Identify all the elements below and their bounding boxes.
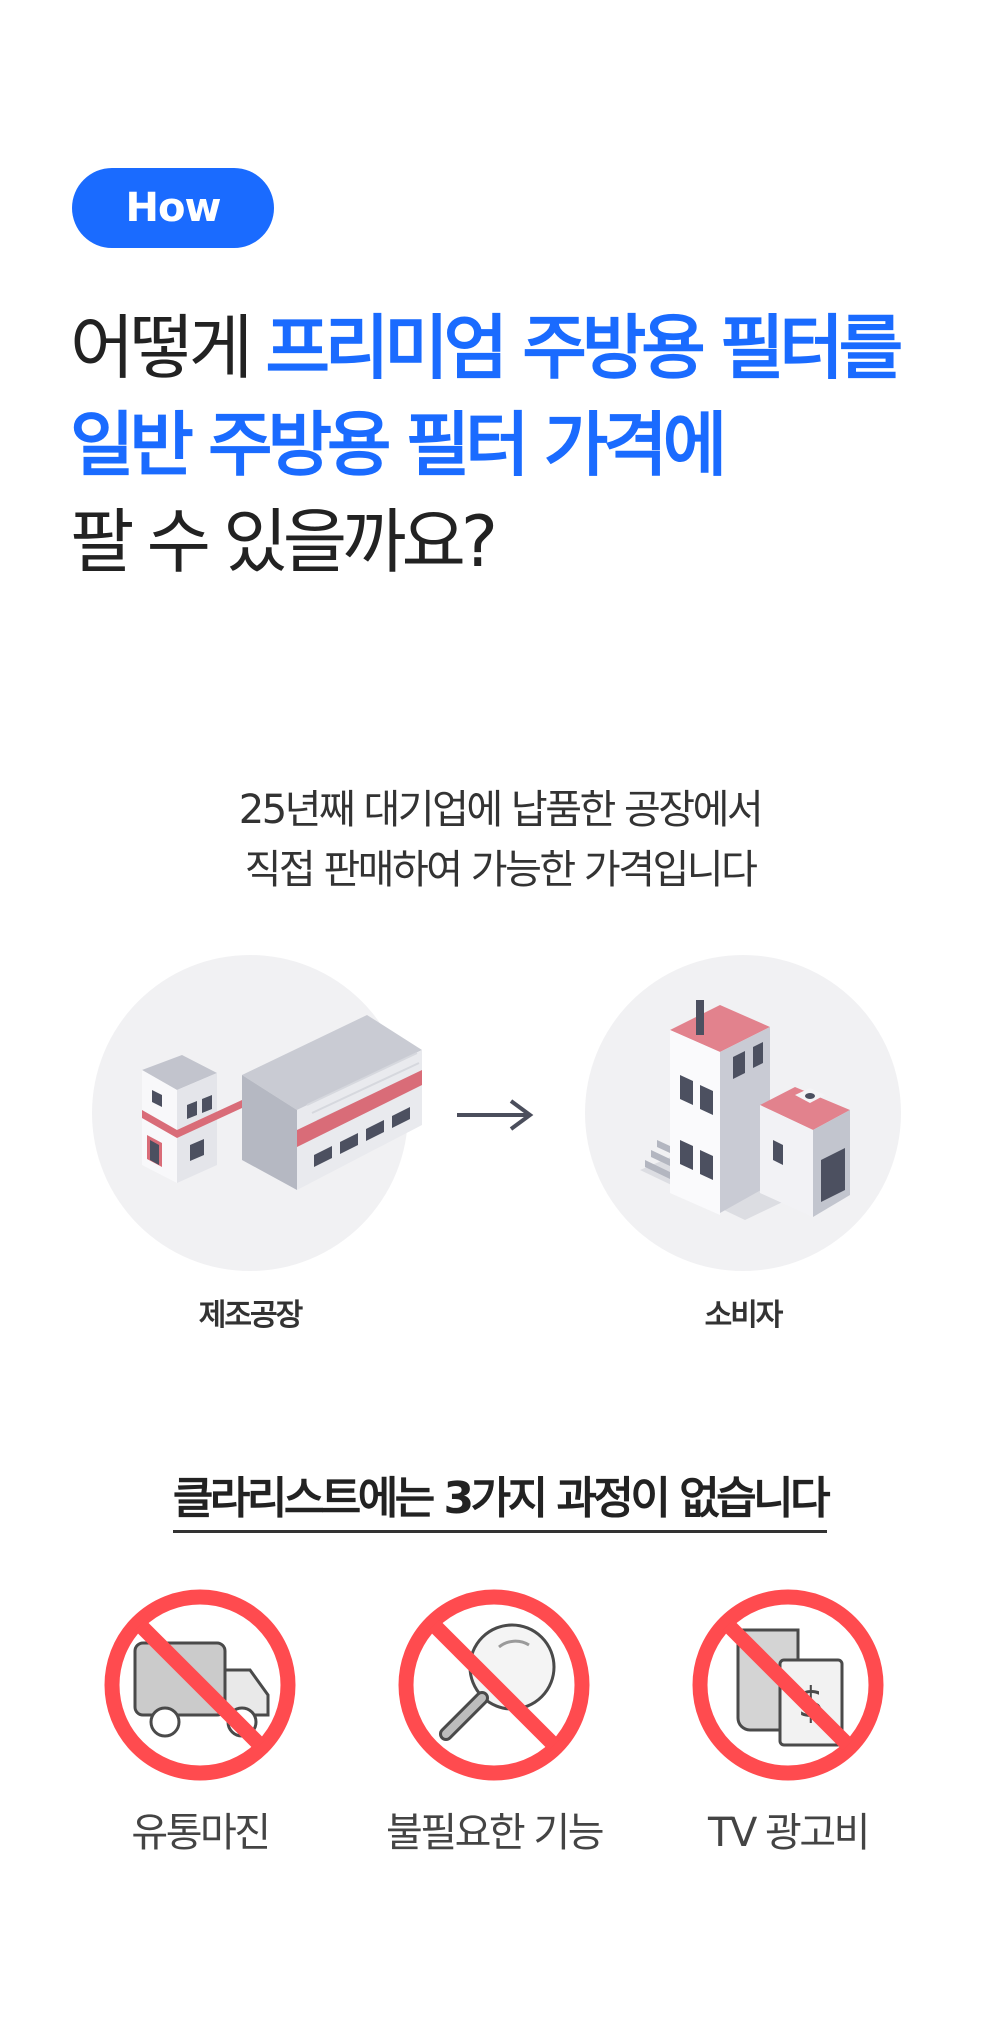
- factory-icon: [142, 1015, 422, 1190]
- arrow-right-icon: [457, 1099, 534, 1131]
- factory-caption: 제조공장: [198, 1298, 303, 1333]
- no-distribution-margin: [100, 1585, 300, 1785]
- headline-line-3: 팔 수 있을까요?: [70, 501, 498, 583]
- subtitle-line-2: 직접 판매하여 가능한 가격입니다: [244, 847, 758, 893]
- subtitle: 25년째 대기업에 납품한 공장에서 직접 판매하여 가능한 가격입니다: [0, 780, 1000, 900]
- section-title: 클라리스트에는 3가지 과정이 없습니다: [0, 1470, 1000, 1533]
- magnifier-icon: [398, 1589, 590, 1781]
- no-item-label-3: TV 광고비: [708, 1810, 870, 1856]
- delivery-truck-icon: [104, 1589, 296, 1781]
- subtitle-line-1: 25년째 대기업에 납품한 공장에서: [238, 787, 764, 833]
- receipt-money-icon: $: [692, 1589, 884, 1781]
- headline: 어떻게 프리미엄 주방용 필터를 일반 주방용 필터 가격에 팔 수 있을까요?: [70, 300, 970, 591]
- house-illustration: [585, 955, 901, 1271]
- factory-illustration: [92, 955, 422, 1271]
- no-tv-ad-cost: $: [688, 1585, 888, 1785]
- house-icon: [640, 1000, 850, 1220]
- headline-line-1: 어떻게 프리미엄 주방용 필터를: [70, 300, 970, 397]
- consumer-caption: 소비자: [704, 1298, 784, 1333]
- no-item-label-1: 유통마진: [131, 1810, 271, 1856]
- headline-prefix: 어떻게: [70, 307, 266, 389]
- section-title-text: 클라리스트에는 3가지 과정이 없습니다: [172, 1470, 831, 1533]
- no-unnecessary-features: [394, 1585, 594, 1785]
- headline-highlight-1: 프리미엄 주방용 필터를: [265, 307, 903, 389]
- how-badge-label: How: [125, 185, 222, 231]
- no-item-label-2: 불필요한 기능: [385, 1810, 605, 1856]
- headline-highlight-2: 일반 주방용 필터 가격에: [70, 404, 727, 486]
- how-badge: How: [72, 168, 274, 248]
